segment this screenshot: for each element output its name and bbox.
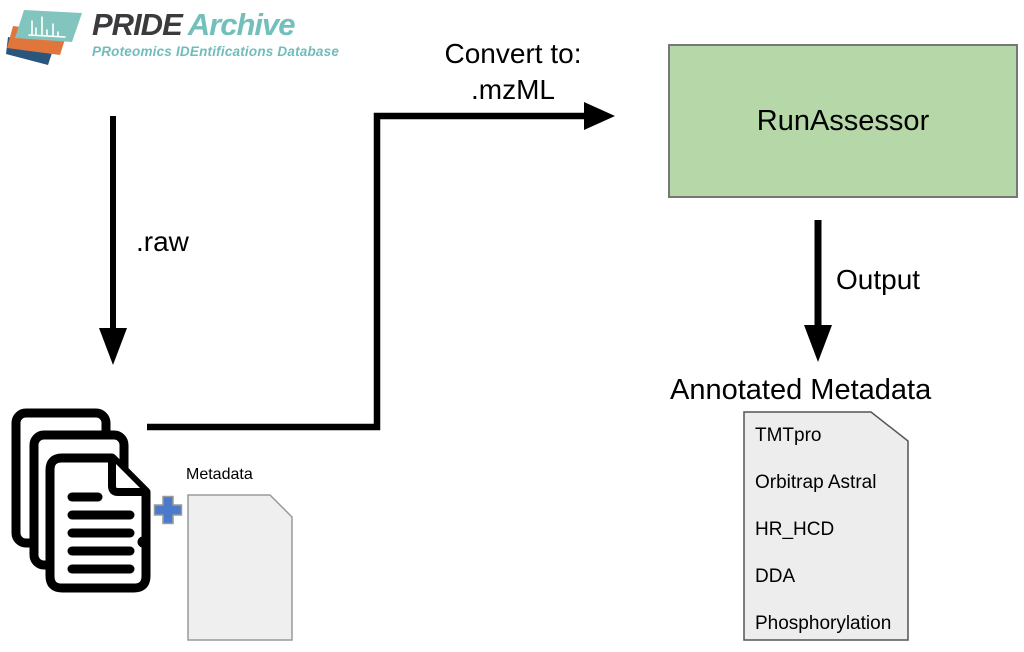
pride-logo-spectra-icon	[6, 10, 82, 65]
raw-down-arrow	[99, 116, 127, 365]
annotated-item: Phosphorylation	[755, 613, 892, 634]
pride-logo-title-primary: PRIDE	[92, 7, 183, 42]
convert-label-line1: Convert to:	[444, 38, 582, 69]
output-down-arrow	[804, 220, 832, 362]
convert-label: Convert to: .mzML	[408, 36, 618, 108]
pride-logo-title-secondary: Archive	[187, 7, 296, 42]
annotated-item: HR_HCD	[755, 519, 835, 540]
annotated-item: TMTpro	[755, 425, 822, 446]
annotated-doc-shape	[743, 411, 909, 641]
raw-files-stack-icon	[11, 408, 151, 593]
annotated-metadata-title: Annotated Metadata	[670, 374, 932, 406]
annotated-item: DDA	[755, 566, 796, 587]
plus-icon	[153, 495, 183, 525]
runassessor-box: RunAssessor	[668, 44, 1018, 198]
output-label: Output	[836, 264, 921, 295]
pride-logo-subtitle: PRoteomics IDEntifications Database	[92, 44, 340, 59]
metadata-input-label: Metadata	[186, 466, 253, 483]
raw-label: .raw	[136, 226, 189, 257]
runassessor-label: RunAssessor	[756, 104, 930, 137]
metadata-input-doc	[187, 494, 293, 641]
convert-elbow-arrow	[147, 102, 615, 431]
convert-label-line2: .mzML	[471, 74, 555, 105]
annotated-item: Orbitrap Astral	[755, 472, 877, 493]
